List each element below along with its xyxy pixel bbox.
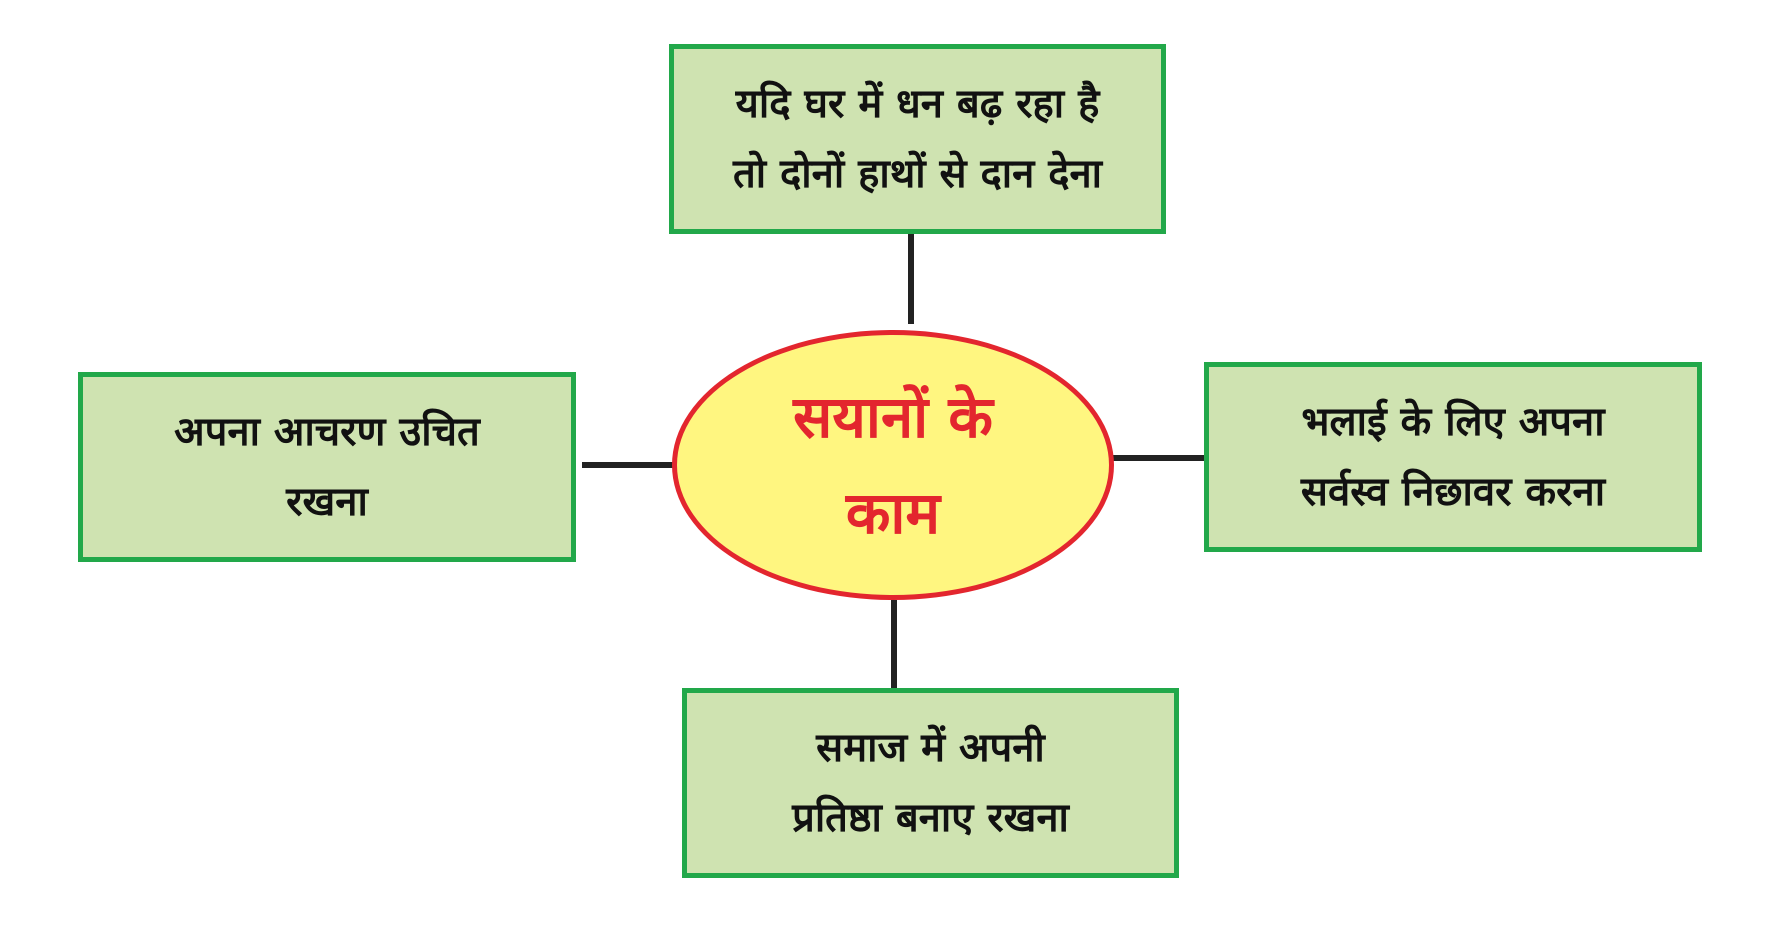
node-right: भलाई के लिए अपना सर्वस्व निछावर करना — [1204, 362, 1702, 552]
node-bottom: समाज में अपनी प्रतिष्ठा बनाए रखना — [682, 688, 1179, 878]
center-title: सयानों के काम — [793, 383, 993, 547]
node-top-text: यदि घर में धन बढ़ रहा है तो दोनों हाथों … — [732, 81, 1103, 197]
node-bottom-text: समाज में अपनी प्रतिष्ठा बनाए रखना — [792, 725, 1069, 841]
connector-left — [582, 462, 674, 468]
node-top: यदि घर में धन बढ़ रहा है तो दोनों हाथों … — [669, 44, 1166, 234]
node-left: अपना आचरण उचित रखना — [78, 372, 576, 562]
connector-right — [1112, 455, 1204, 461]
node-left-text: अपना आचरण उचित रखना — [174, 409, 480, 525]
connector-bottom — [891, 600, 897, 688]
connector-top — [908, 234, 914, 324]
center-ellipse: सयानों के काम — [672, 330, 1114, 600]
node-right-text: भलाई के लिए अपना सर्वस्व निछावर करना — [1300, 399, 1606, 515]
